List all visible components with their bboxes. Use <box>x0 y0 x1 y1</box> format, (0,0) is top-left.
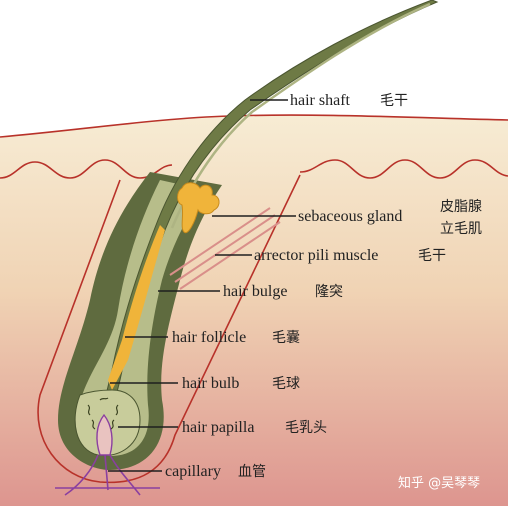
label-hair-bulb: hair bulb <box>182 375 239 392</box>
label-arrector-pili-zh-extra: 立毛肌 <box>440 221 482 237</box>
label-arrector-pili-zh: 毛干 <box>418 248 446 264</box>
label-sebaceous-gland-zh: 皮脂腺 <box>440 199 482 215</box>
label-hair-bulge-zh: 隆突 <box>315 284 343 300</box>
watermark: 知乎 @吴琴琴 <box>398 475 480 491</box>
papilla-shape <box>96 413 113 456</box>
label-hair-papilla-zh: 毛乳头 <box>285 420 327 436</box>
label-hair-follicle: hair follicle <box>172 329 246 346</box>
epidermis-boundary <box>0 159 508 179</box>
hair-cortex <box>108 225 165 390</box>
label-hair-shaft-zh: 毛干 <box>380 93 408 109</box>
hair-shaft-highlight <box>170 2 431 229</box>
label-capillary: capillary <box>165 463 221 480</box>
capillary-vessel <box>55 454 160 496</box>
label-arrector-pili: arrector pili muscle <box>254 247 378 264</box>
label-hair-shaft: hair shaft <box>290 92 351 109</box>
label-hair-bulge: hair bulge <box>223 283 287 300</box>
label-hair-follicle-zh: 毛囊 <box>272 329 300 346</box>
label-sebaceous-gland: sebaceous gland <box>298 208 402 225</box>
bulb-squiggles <box>87 397 119 430</box>
label-hair-bulb-zh: 毛球 <box>272 376 300 392</box>
label-capillary-zh: 血管 <box>238 464 266 480</box>
outer-sheath-outline <box>37 174 301 484</box>
label-hair-papilla: hair papilla <box>182 419 254 436</box>
sebaceous-gland <box>177 182 220 234</box>
